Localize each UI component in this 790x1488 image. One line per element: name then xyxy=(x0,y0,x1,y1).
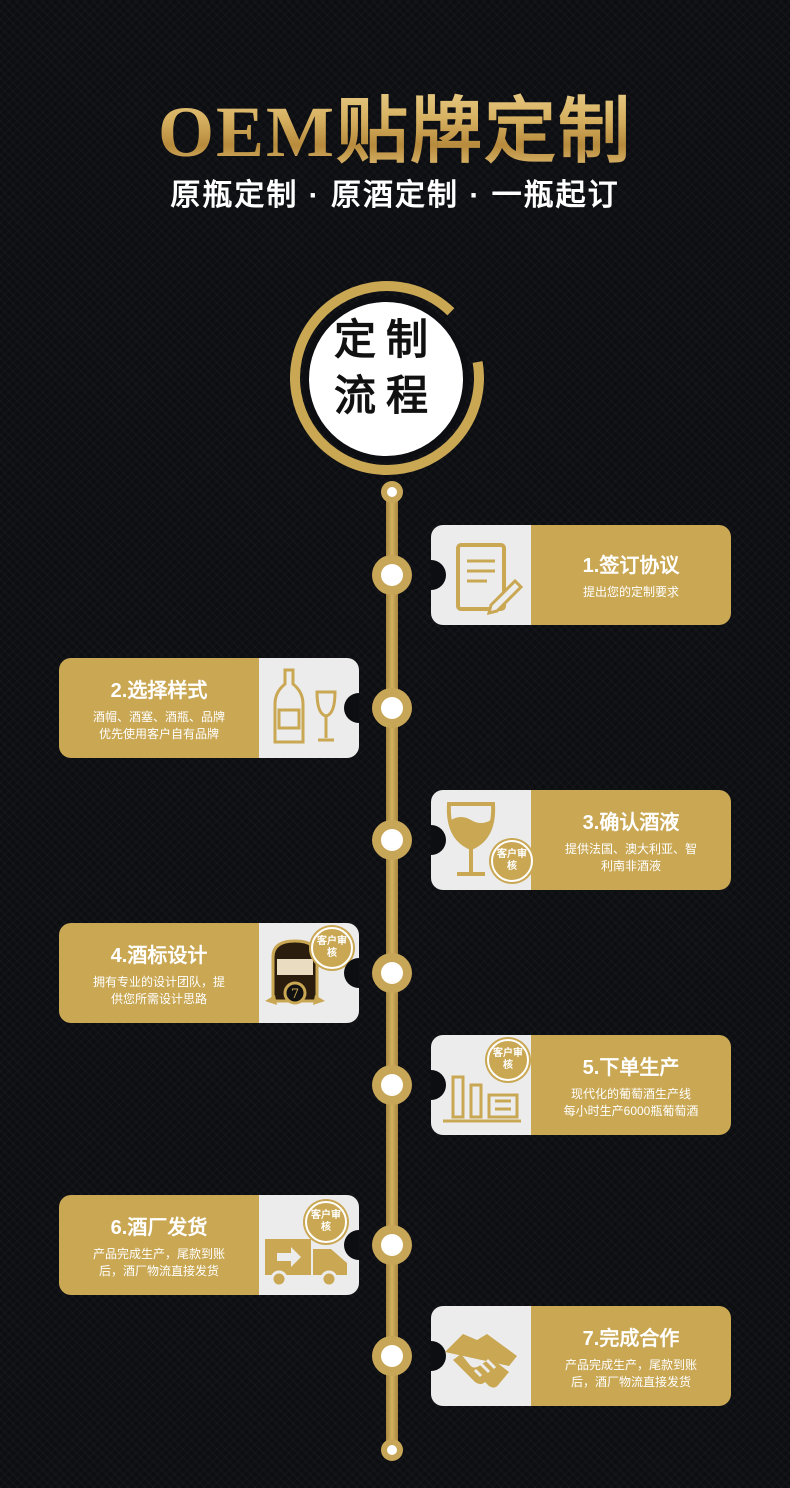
page-subtitle: 原瓶定制 · 原酒定制 · 一瓶起订 xyxy=(170,179,620,212)
customer-review-badge: 客户审核 xyxy=(487,1039,529,1081)
step-4-text: 4.酒标设计 拥有专业的设计团队，提 供您所需设计思路 xyxy=(59,923,259,1023)
process-circle-text: 定制 流程 xyxy=(303,312,469,424)
timeline-node-5 xyxy=(372,1065,412,1105)
step-6-text: 6.酒厂发货 产品完成生产，尾款到账 后，酒厂物流直接发货 xyxy=(59,1195,259,1295)
process-circle xyxy=(303,296,469,462)
customer-review-badge: 客户审核 xyxy=(491,840,533,882)
step-2-desc: 酒帽、酒塞、酒瓶、品牌 优先使用客户自有品牌 xyxy=(92,709,225,741)
step-4-title: 4.酒标设计 xyxy=(110,944,208,967)
step-1-icon-box xyxy=(431,525,531,625)
step-1-title: 1.签订协议 xyxy=(582,555,680,577)
customer-review-badge: 客户审核 xyxy=(311,927,353,969)
process-ring xyxy=(290,281,484,475)
step-card-6: 6.酒厂发货 产品完成生产，尾款到账 后，酒厂物流直接发货 客户审核 xyxy=(59,1195,359,1295)
handshake-icon xyxy=(445,1334,517,1388)
timeline-node-7 xyxy=(372,1336,412,1376)
wine-label-icon: 7 xyxy=(265,939,325,1005)
step-5-icon-box: 客户审核 xyxy=(431,1035,531,1135)
card-notch xyxy=(431,1341,446,1371)
svg-text:7: 7 xyxy=(291,987,299,1002)
timeline-node-3 xyxy=(372,820,412,860)
card-notch xyxy=(344,958,359,988)
step-6-title: 6.酒厂发货 xyxy=(110,1216,208,1239)
card-notch xyxy=(344,1230,359,1260)
step-card-2: 2.选择样式 酒帽、酒塞、酒瓶、品牌 优先使用客户自有品牌 xyxy=(59,658,359,758)
step-2-text: 2.选择样式 酒帽、酒塞、酒瓶、品牌 优先使用客户自有品牌 xyxy=(59,658,259,758)
step-5-title: 5.下单生产 xyxy=(582,1056,680,1079)
step-2-icon-box xyxy=(259,658,359,758)
bottle-glass-icon xyxy=(273,668,337,744)
step-2-title: 2.选择样式 xyxy=(110,679,208,702)
step-6-icon-box: 客户审核 xyxy=(259,1195,359,1295)
timeline-start-dot xyxy=(381,481,403,503)
contract-pen-icon xyxy=(456,543,524,616)
step-1-text: 1.签订协议 提出您的定制要求 xyxy=(531,525,731,625)
card-notch xyxy=(431,1070,446,1100)
step-card-3: 客户审核 3.确认酒液 提供法国、澳大利亚、智 利南非酒液 xyxy=(431,790,731,890)
process-circle-line1: 定制 xyxy=(333,315,438,364)
wine-glass-icon xyxy=(446,802,496,876)
step-card-7: 7.完成合作 产品完成生产，尾款到账 后，酒厂物流直接发货 xyxy=(431,1306,731,1406)
card-notch xyxy=(431,560,446,590)
customer-review-badge: 客户审核 xyxy=(305,1201,347,1243)
step-3-icon-box: 客户审核 xyxy=(431,790,533,890)
step-5-text: 5.下单生产 现代化的葡萄酒生产线 每小时生产6000瓶葡萄酒 xyxy=(531,1035,731,1135)
process-circle-line2: 流程 xyxy=(333,371,438,420)
step-card-4: 4.酒标设计 拥有专业的设计团队，提 供您所需设计思路 7 客户审核 xyxy=(59,923,359,1023)
timeline-end-dot xyxy=(381,1439,403,1461)
step-3-text: 3.确认酒液 提供法国、澳大利亚、智 利南非酒液 xyxy=(531,790,731,890)
step-card-5: 客户审核 5.下单生产 现代化的葡萄酒生产线 每小时生产6000瓶葡萄酒 xyxy=(431,1035,731,1135)
card-notch xyxy=(431,825,446,855)
timeline-node-1 xyxy=(372,555,412,595)
step-1-desc: 提出您的定制要求 xyxy=(582,585,679,599)
timeline-node-4 xyxy=(372,953,412,993)
step-6-desc: 产品完成生产，尾款到账 后，酒厂物流直接发货 xyxy=(92,1246,225,1278)
step-7-title: 7.完成合作 xyxy=(582,1327,680,1350)
step-7-icon-box xyxy=(431,1306,531,1406)
step-4-desc: 拥有专业的设计团队，提 供您所需设计思路 xyxy=(92,974,225,1006)
step-7-text: 7.完成合作 产品完成生产，尾款到账 后，酒厂物流直接发货 xyxy=(531,1306,731,1406)
page-title: OEM贴牌定制 xyxy=(0,72,790,177)
timeline-node-6 xyxy=(372,1225,412,1265)
step-card-1: 1.签订协议 提出您的定制要求 xyxy=(431,525,731,625)
step-7-desc: 产品完成生产，尾款到账 后，酒厂物流直接发货 xyxy=(564,1357,697,1389)
timeline-node-2 xyxy=(372,688,412,728)
factory-icon xyxy=(443,1075,521,1123)
step-3-desc: 提供法国、澳大利亚、智 利南非酒液 xyxy=(564,841,697,873)
step-3-title: 3.确认酒液 xyxy=(582,811,680,834)
card-notch xyxy=(344,693,359,723)
step-4-icon-box: 7 客户审核 xyxy=(259,923,359,1023)
step-5-desc: 现代化的葡萄酒生产线 每小时生产6000瓶葡萄酒 xyxy=(563,1086,699,1118)
truck-icon xyxy=(265,1239,347,1288)
